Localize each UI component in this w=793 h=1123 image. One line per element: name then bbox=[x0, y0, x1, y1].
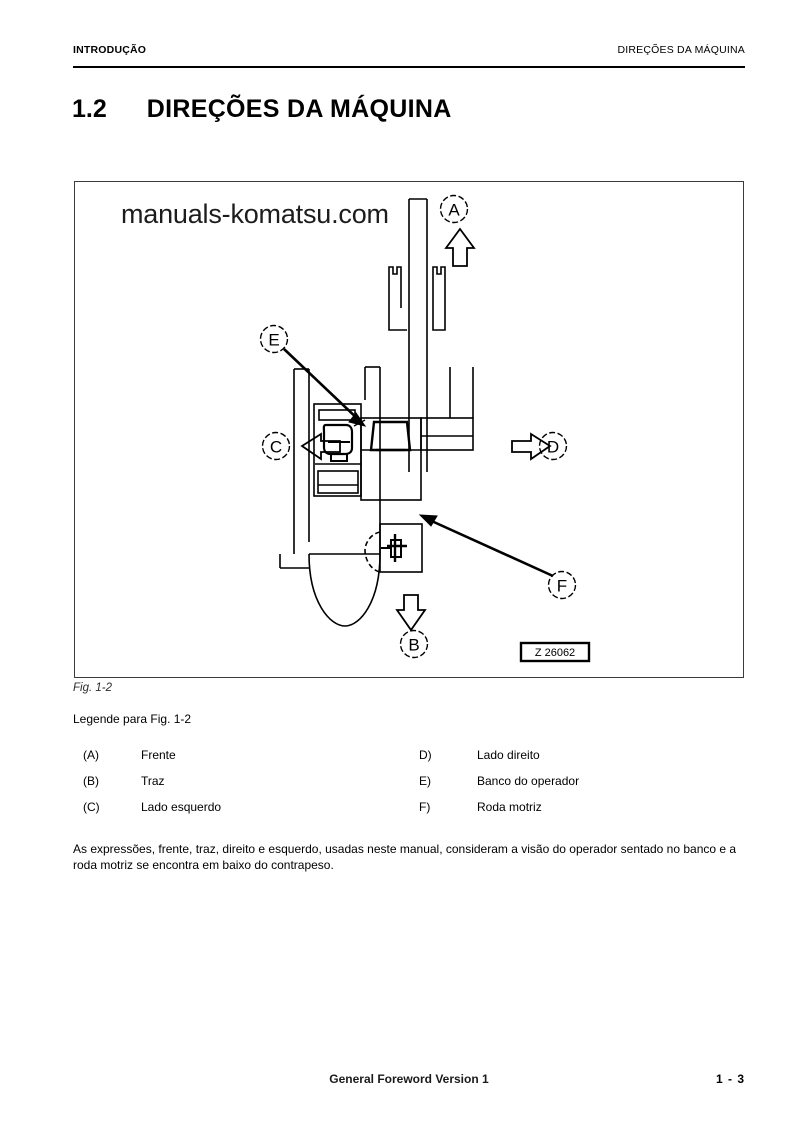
leader-line-e bbox=[283, 348, 362, 423]
marker-f: F bbox=[547, 570, 577, 600]
leader-lines bbox=[283, 348, 554, 578]
drive-wheel bbox=[364, 523, 423, 573]
watermark-text: manuals-komatsu.com bbox=[121, 199, 389, 229]
legend-cell-left: (B) Traz bbox=[73, 774, 409, 788]
deck-ribs bbox=[449, 367, 474, 418]
leader-line-f bbox=[424, 516, 554, 578]
legend-key: E) bbox=[419, 774, 431, 788]
page-footer: General Foreword Version 1 1 - 3 bbox=[73, 1072, 745, 1090]
bucket-link-right bbox=[432, 266, 446, 331]
legend-key: (B) bbox=[83, 774, 99, 788]
legend-value: Banco do operador bbox=[477, 774, 580, 788]
legend-cell-right: D) Lado direito bbox=[409, 748, 745, 762]
legend-row: (B) Traz E) Banco do operador bbox=[73, 774, 745, 800]
legend-key: (C) bbox=[83, 800, 100, 814]
boom-foot-bracket bbox=[369, 420, 412, 452]
legend-key: D) bbox=[419, 748, 432, 762]
legend-row: (C) Lado esquerdo F) Roda motriz bbox=[73, 800, 745, 826]
page-title: 1.2 DIREÇÕES DA MÁQUINA bbox=[72, 95, 452, 124]
marker-b: B bbox=[399, 629, 429, 659]
arrow-right-side bbox=[511, 432, 552, 461]
legend-cell-left: (C) Lado esquerdo bbox=[73, 800, 409, 814]
figure-id-box: Z 26062 bbox=[519, 641, 591, 663]
header-section-label: INTRODUÇÃO bbox=[73, 44, 147, 56]
svg-text:F: F bbox=[557, 577, 567, 596]
footer-page-number: 1 - 3 bbox=[715, 1072, 745, 1086]
legend-cell-right: F) Roda motriz bbox=[409, 800, 745, 814]
machine-directions-diagram: A B C D bbox=[259, 194, 591, 663]
leader-arrowhead-e bbox=[348, 412, 367, 427]
header-chapter-label: DIREÇÕES DA MÁQUINA bbox=[617, 44, 745, 56]
body-paragraph: As expressões, frente, traz, direito e e… bbox=[73, 842, 737, 872]
svg-text:E: E bbox=[268, 331, 279, 350]
legend-cell-left: (A) Frente bbox=[73, 748, 409, 762]
engine-hood bbox=[360, 417, 474, 501]
legend-value: Lado direito bbox=[477, 748, 540, 762]
section-number: 1.2 bbox=[72, 95, 107, 123]
legend-title: Legende para Fig. 1-2 bbox=[73, 712, 192, 726]
legend-row: (A) Frente D) Lado direito bbox=[73, 748, 745, 774]
svg-text:D: D bbox=[547, 438, 559, 457]
legend-key: (A) bbox=[83, 748, 99, 762]
upper-structure-outline bbox=[293, 366, 381, 555]
legend-table: (A) Frente D) Lado direito (B) Traz E) B… bbox=[73, 748, 745, 826]
arrow-left-side bbox=[300, 432, 341, 461]
svg-text:C: C bbox=[270, 438, 282, 457]
boom-shaft bbox=[408, 198, 428, 472]
legend-value: Lado esquerdo bbox=[141, 800, 222, 814]
arrow-up-front bbox=[444, 227, 476, 267]
section-title-text: DIREÇÕES DA MÁQUINA bbox=[146, 95, 452, 123]
legend-key: F) bbox=[419, 800, 431, 814]
marker-d: D bbox=[538, 431, 568, 461]
running-header: INTRODUÇÃO DIREÇÕES DA MÁQUINA bbox=[73, 44, 745, 62]
figure-frame: manuals-komatsu.com bbox=[74, 181, 744, 678]
svg-text:B: B bbox=[408, 636, 419, 655]
figure-caption: Fig. 1-2 bbox=[73, 682, 112, 694]
undercarriage-edge bbox=[279, 554, 309, 569]
legend-value: Roda motriz bbox=[477, 800, 542, 814]
legend-value: Traz bbox=[141, 774, 165, 788]
marker-a: A bbox=[439, 194, 469, 224]
footer-document-title: General Foreword Version 1 bbox=[329, 1072, 489, 1086]
legend-value: Frente bbox=[141, 748, 176, 762]
legend-cell-right: E) Banco do operador bbox=[409, 774, 745, 788]
counterweight bbox=[308, 553, 381, 627]
bucket-link-left bbox=[388, 266, 407, 331]
marker-e: E bbox=[259, 324, 289, 354]
svg-text:A: A bbox=[448, 201, 460, 220]
header-rule bbox=[73, 66, 745, 68]
arrow-down-rear bbox=[395, 594, 427, 632]
leader-arrowhead-f bbox=[418, 514, 438, 527]
marker-c: C bbox=[261, 431, 291, 461]
figure-id-label: Z 26062 bbox=[535, 647, 575, 659]
